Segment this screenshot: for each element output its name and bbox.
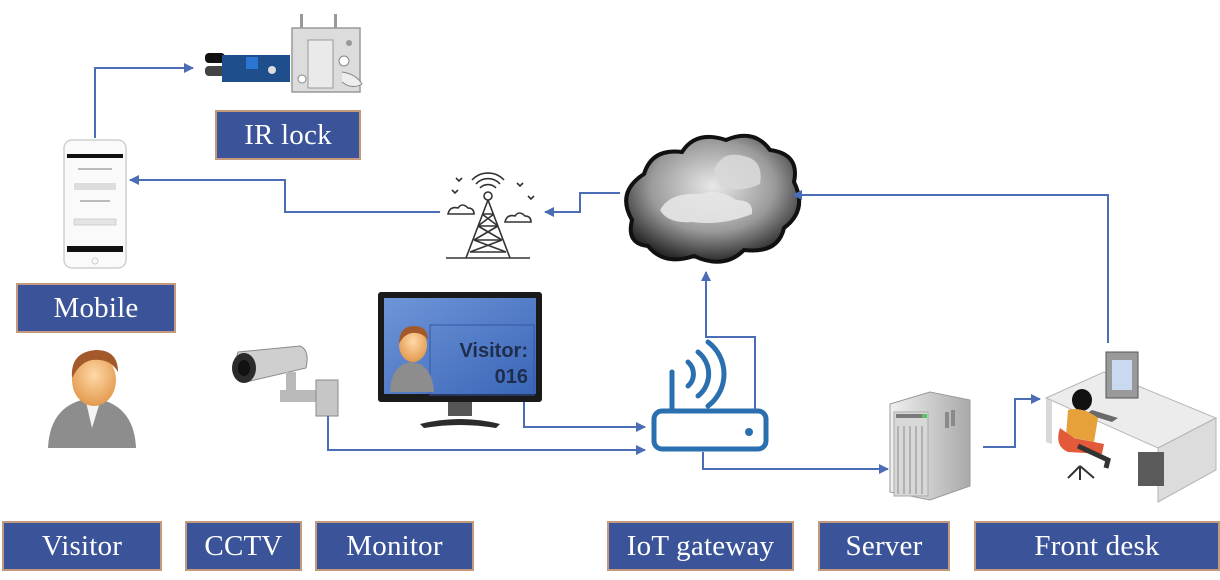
edge-front-desk-to-cloud: [792, 190, 1109, 343]
ir-sensor-lock-icon: [205, 14, 363, 93]
label-iot-gateway: IoT gateway: [607, 521, 794, 571]
edge-cloud-to-tower: [544, 192, 620, 217]
wifi-router-icon: [651, 339, 769, 452]
server-tower-icon: [889, 391, 971, 501]
smartphone-icon: [63, 139, 127, 269]
label-ir-lock: IR lock: [215, 110, 361, 160]
label-monitor: Monitor: [315, 521, 474, 571]
edge-gateway-to-cloud: [701, 271, 756, 410]
cctv-camera-icon: [232, 345, 339, 417]
label-cctv: CCTV: [185, 521, 302, 571]
cloud-icon: [624, 133, 802, 264]
person-icon: [48, 350, 136, 448]
monitor-screen-text: Visitor: 016: [440, 338, 528, 390]
connectors: [94, 63, 1109, 474]
monitor-icon: [378, 292, 542, 428]
edge-gateway-to-server: [702, 452, 889, 474]
edge-mobile-to-ir-lock: [94, 63, 194, 138]
front-desk-operator-icon: [1044, 351, 1218, 503]
edge-tower-to-mobile: [129, 175, 440, 213]
cell-tower-icon: [446, 172, 535, 259]
edge-server-to-front-desk: [983, 394, 1041, 448]
label-visitor: Visitor: [2, 521, 162, 571]
label-mobile: Mobile: [16, 283, 176, 333]
label-server: Server: [818, 521, 950, 571]
label-front-desk: Front desk: [974, 521, 1220, 571]
edge-monitor-to-gateway: [523, 402, 646, 432]
monitor-visitor-label: Visitor:: [459, 340, 528, 362]
edge-cctv-to-gateway: [327, 416, 646, 455]
monitor-visitor-number: 016: [494, 366, 528, 388]
